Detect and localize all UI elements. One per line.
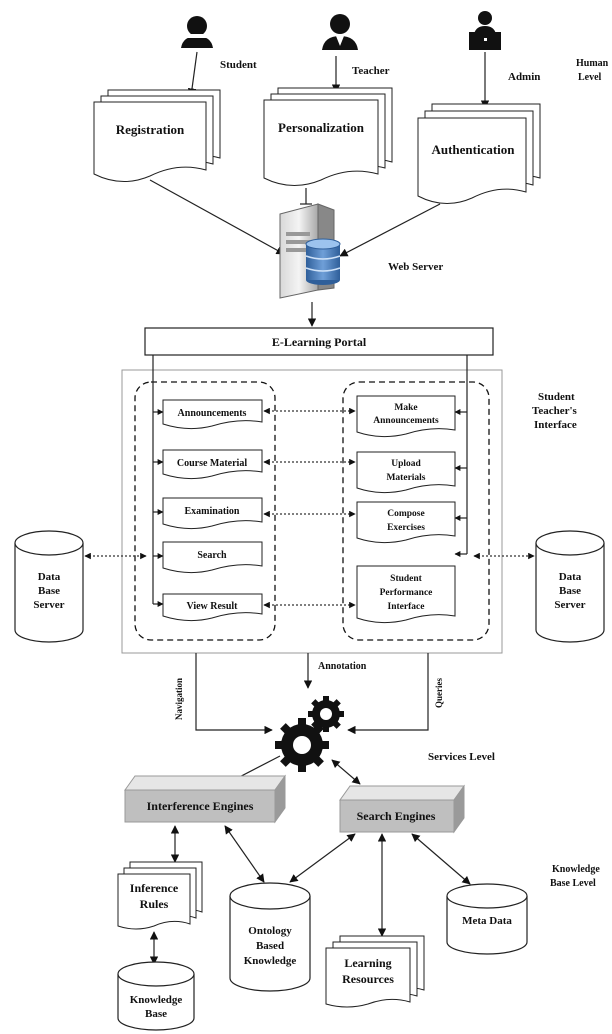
admin-actor-icon <box>469 11 501 50</box>
authentication-label: Authentication <box>431 142 515 157</box>
teacher-item-label: Announcements <box>373 416 439 426</box>
student-arrow <box>187 51 198 97</box>
student-item-examination[interactable]: Examination <box>153 497 263 530</box>
db-server-label: Data <box>559 571 582 583</box>
database-server-right-icon: Data Base Server <box>535 530 605 643</box>
database-server-left-icon: Data Base Server <box>14 530 84 643</box>
teacher-item-upload-materials[interactable]: Upload Materials <box>356 451 467 494</box>
db-server-label: Base <box>38 585 60 597</box>
teacher-item-make-announcements[interactable]: Make Announcements <box>356 395 467 438</box>
interface-label-3: Interface <box>534 419 577 431</box>
knowledge-base-label: Knowledge <box>130 994 183 1006</box>
web-server-icon <box>279 203 341 299</box>
search-to-ontology-arrow <box>289 833 356 883</box>
learning-resources-document-stack: Learning Resources <box>325 935 425 1008</box>
student-item-view-result[interactable]: View Result <box>153 593 263 622</box>
interface-label-1: Student <box>538 391 575 403</box>
teacher-item-label: Upload <box>391 459 421 469</box>
student-item-announcements[interactable]: Announcements <box>153 399 263 430</box>
knowledge-base-label: Base <box>145 1008 167 1020</box>
interface-label-2: Teacher's <box>532 405 578 417</box>
teacher-item-student-performance-interface[interactable]: Student Performance Interface <box>356 551 467 624</box>
student-actor-icon <box>181 16 213 48</box>
inference-rules-document-stack: Inference Rules <box>117 861 203 930</box>
registration-label: Registration <box>116 122 185 137</box>
db-server-label: Server <box>33 599 64 611</box>
student-item-search[interactable]: Search <box>153 541 263 574</box>
knowledge-base-cylinder: Knowledge Base <box>117 961 195 1031</box>
services-level-label: Services Level <box>428 751 495 763</box>
student-item-label: Search <box>197 550 227 561</box>
annotation-label: Annotation <box>318 661 367 672</box>
db-server-label: Base <box>559 585 581 597</box>
learning-resources-label: Resources <box>342 972 394 986</box>
db-server-label: Server <box>554 599 585 611</box>
knowledge-level-label-2: Base Level <box>550 878 596 889</box>
web-server-label: Web Server <box>388 261 443 273</box>
e-learning-portal-box <box>144 327 494 356</box>
teacher-item-label: Performance <box>380 588 433 598</box>
authentication-document-stack: Authentication <box>417 103 541 204</box>
teacher-item-label: Exercises <box>387 523 425 533</box>
authentication-to-server-arrow <box>339 203 441 257</box>
inference-rules-label: Rules <box>140 897 169 911</box>
personalization-document-stack: Personalization <box>263 87 393 186</box>
student-item-label: Course Material <box>177 458 247 469</box>
meta-data-label: Meta Data <box>462 915 512 927</box>
meta-data-cylinder: Meta Data <box>446 883 528 955</box>
interference-engines-box: Interference Engines <box>124 774 286 824</box>
interference-to-ontology-arrow <box>224 825 265 883</box>
teacher-item-label: Student <box>390 574 423 584</box>
personalization-label: Personalization <box>278 120 365 135</box>
registration-to-server-arrow <box>149 179 285 255</box>
e-learning-portal-label: E-Learning Portal <box>272 335 367 349</box>
search-to-metadata-arrow <box>411 833 471 885</box>
teacher-item-label: Compose <box>387 509 424 519</box>
gear-to-search-arrow <box>331 759 361 785</box>
student-label: Student <box>220 59 257 71</box>
search-engines-box: Search Engines <box>339 784 465 834</box>
ontology-label: Knowledge <box>244 955 297 967</box>
teacher-item-label: Make <box>394 403 417 413</box>
registration-document-stack: Registration <box>93 89 221 182</box>
navigation-label: Navigation <box>174 678 184 720</box>
ontology-based-knowledge-cylinder: Ontology Based Knowledge <box>229 882 311 992</box>
admin-label: Admin <box>508 71 540 83</box>
human-level-label-2: Level <box>578 72 602 83</box>
navigation-flow <box>195 653 273 735</box>
interference-engines-label: Interference Engines <box>147 799 254 813</box>
inference-rules-label: Inference <box>130 881 179 895</box>
human-level-label-1: Human <box>576 58 609 69</box>
student-item-label: View Result <box>186 601 238 612</box>
learning-resources-label: Learning <box>344 956 391 970</box>
search-engines-label: Search Engines <box>357 809 436 823</box>
student-item-label: Announcements <box>178 408 247 419</box>
teacher-item-label: Materials <box>386 473 425 483</box>
services-gears-icon <box>275 696 344 772</box>
ontology-label: Ontology <box>248 925 292 937</box>
student-item-course-material[interactable]: Course Material <box>153 449 263 480</box>
teacher-actor-icon <box>322 14 358 50</box>
teacher-item-compose-exercises[interactable]: Compose Exercises <box>356 501 467 544</box>
queries-flow <box>347 653 429 735</box>
teacher-label: Teacher <box>352 65 390 77</box>
ontology-label: Based <box>256 940 284 952</box>
teacher-item-label: Interface <box>388 602 425 612</box>
student-item-label: Examination <box>184 506 239 517</box>
db-server-label: Data <box>38 571 61 583</box>
queries-label: Queries <box>434 678 444 708</box>
knowledge-level-label-1: Knowledge <box>552 864 600 875</box>
